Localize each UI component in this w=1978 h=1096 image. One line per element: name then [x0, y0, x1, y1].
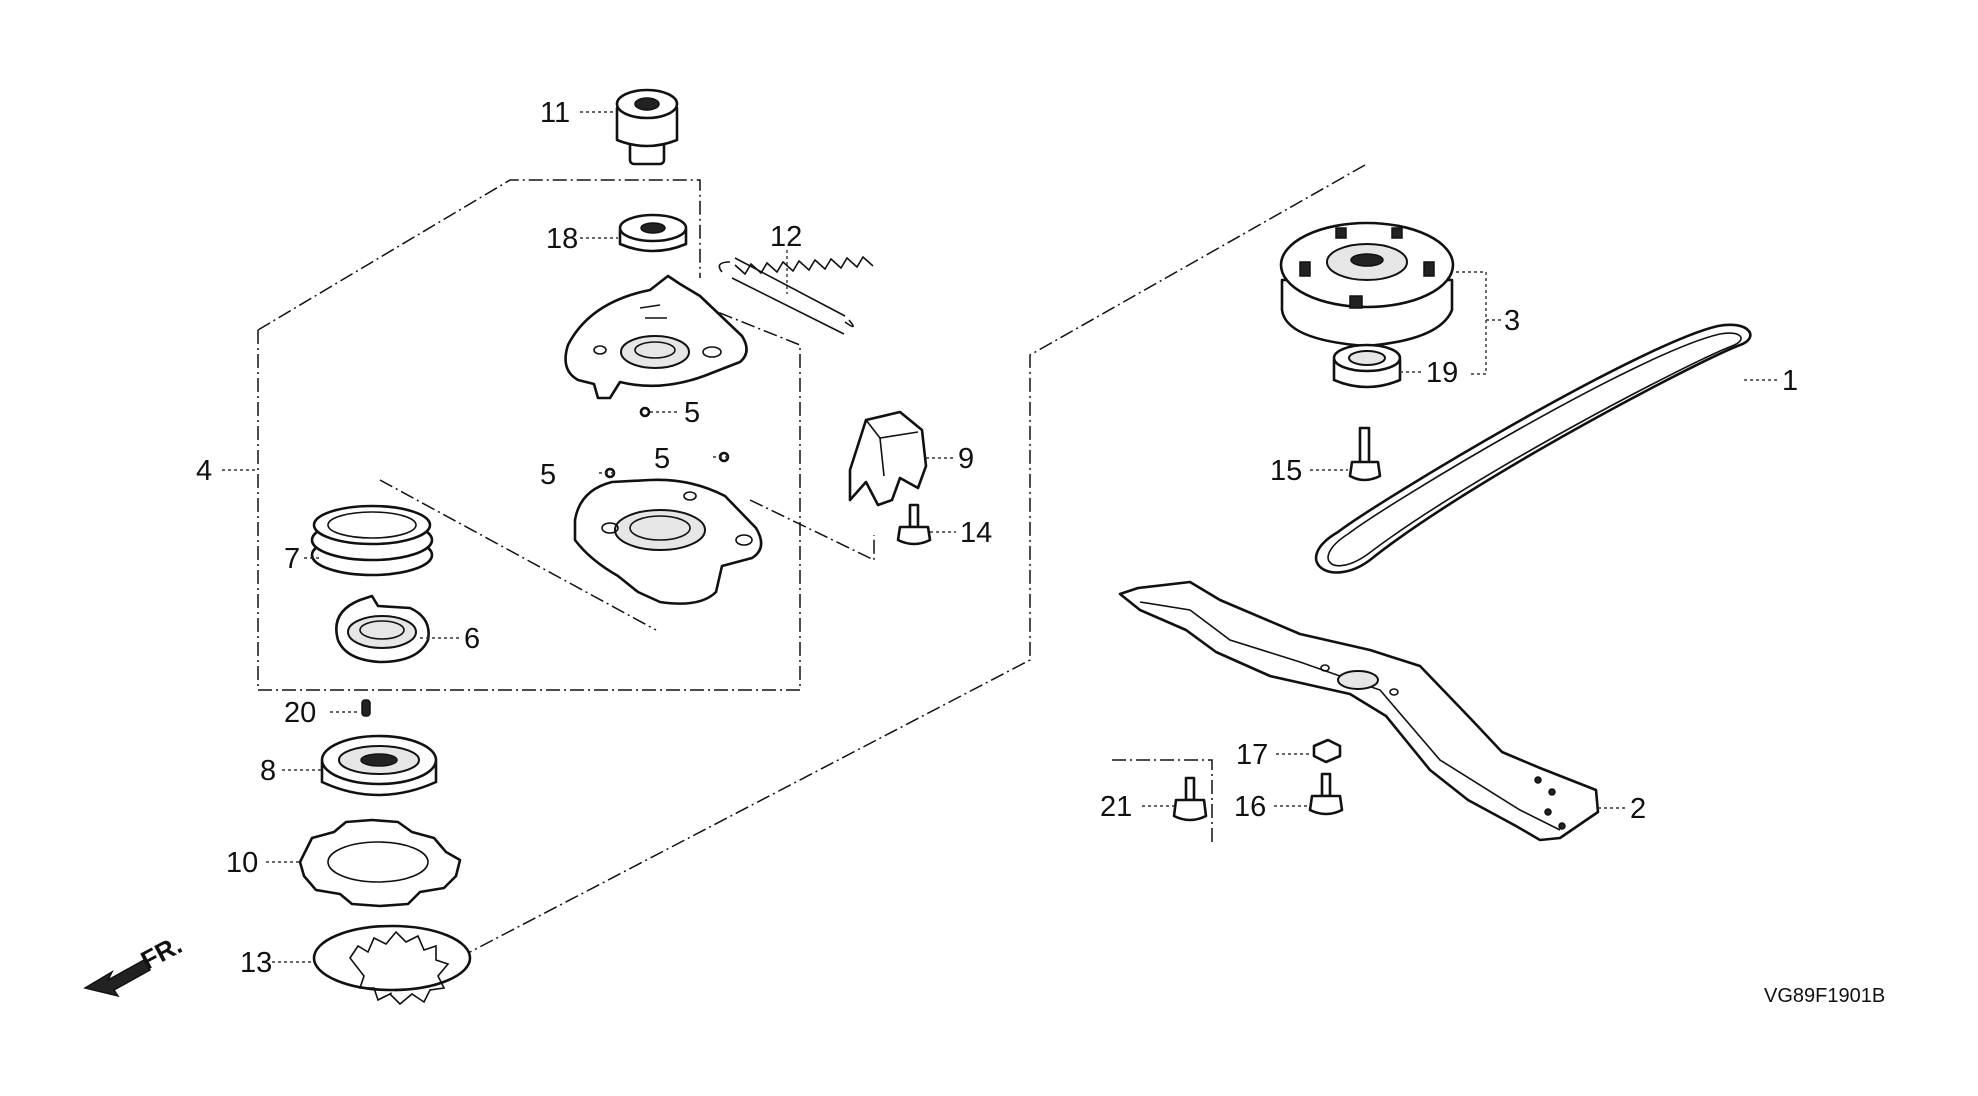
callout-7: 7: [284, 543, 300, 575]
part-17-nut: [1312, 738, 1342, 764]
part-5-balls: [604, 406, 730, 479]
callout-16: 16: [1234, 791, 1266, 823]
part-21-bolt: [1172, 776, 1208, 822]
part-13-washer: [312, 924, 472, 1006]
callout-labels: 1 2 3 4 5 5 5 6 7 8 9 10 11 12 13 14 15 …: [196, 97, 1798, 979]
part-11-bushing: [615, 88, 679, 166]
callout-14: 14: [960, 517, 992, 549]
callout-3: 3: [1504, 305, 1520, 337]
callout-12: 12: [770, 221, 802, 253]
callout-5a: 5: [684, 397, 700, 429]
part-3-clutch-housing: [1279, 221, 1455, 348]
callout-1: 1: [1782, 365, 1798, 397]
callout-5c: 5: [654, 443, 670, 475]
assembly-frame-right: [377, 164, 1366, 1001]
part-19-bearing: [1332, 343, 1402, 389]
part-15-bolt: [1348, 426, 1382, 482]
callout-21: 21: [1100, 791, 1132, 823]
callout-17: 17: [1236, 739, 1268, 771]
callout-8: 8: [260, 755, 276, 787]
callout-13: 13: [240, 947, 272, 979]
callout-18: 18: [546, 223, 578, 255]
callout-11: 11: [540, 97, 570, 129]
part-7-coil: [310, 504, 434, 577]
part-10-gear-plate: [298, 818, 462, 908]
part-9-bracket: [848, 410, 928, 507]
part-6-clip: [335, 594, 430, 664]
part-20-key: [361, 699, 371, 717]
drawing-code: VG89F1901B: [1764, 985, 1885, 1007]
callout-5b: 5: [540, 459, 556, 491]
part-18-bearing: [618, 213, 688, 253]
upper-brake-plate: [564, 274, 748, 400]
callout-15: 15: [1270, 455, 1302, 487]
callout-10: 10: [226, 847, 258, 879]
callout-4: 4: [196, 455, 212, 487]
front-direction-arrow: [83, 958, 152, 998]
callout-19: 19: [1426, 357, 1458, 389]
part-8-drum: [320, 734, 438, 797]
part-16-bolt: [1308, 772, 1344, 816]
callout-6: 6: [464, 623, 480, 655]
callout-2: 2: [1630, 793, 1646, 825]
callout-9: 9: [958, 443, 974, 475]
part-14-bolt: [896, 503, 932, 546]
callout-20: 20: [284, 697, 316, 729]
part-2-blade: [1118, 580, 1600, 842]
assembly-frame-left: [257, 179, 875, 691]
part-12-spring: [718, 255, 874, 335]
lower-brake-plate: [573, 478, 763, 605]
part-1-belt: [1314, 323, 1752, 574]
leader-lines: [222, 111, 1780, 963]
